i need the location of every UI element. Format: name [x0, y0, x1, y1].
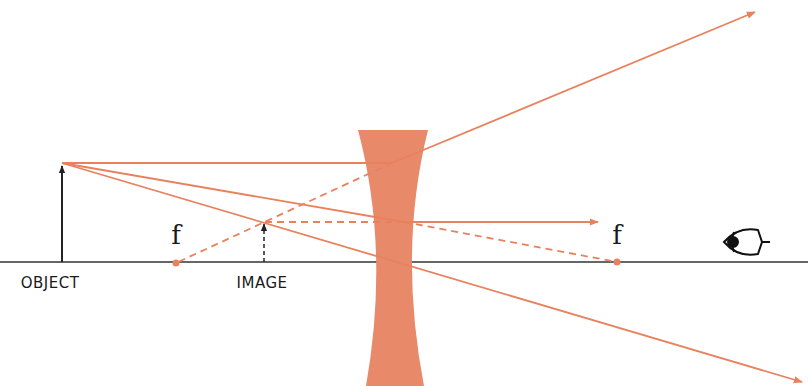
image-arrow	[263, 224, 265, 262]
focal-point	[173, 260, 180, 267]
object-arrow	[61, 166, 63, 262]
focal-label: f	[171, 222, 181, 248]
light-ray	[404, 221, 598, 223]
focal-label: f	[612, 222, 622, 248]
ray-extension	[176, 163, 392, 263]
object-label: OBJECT	[21, 276, 80, 291]
diverging-lens	[358, 130, 428, 386]
eye-icon	[724, 229, 770, 255]
light-ray	[392, 12, 755, 163]
light-ray	[62, 162, 392, 164]
ray-extension	[264, 221, 404, 223]
light-ray	[62, 163, 802, 382]
light-ray	[62, 163, 404, 222]
image-label: IMAGE	[237, 276, 288, 291]
ray-extension	[404, 222, 617, 262]
